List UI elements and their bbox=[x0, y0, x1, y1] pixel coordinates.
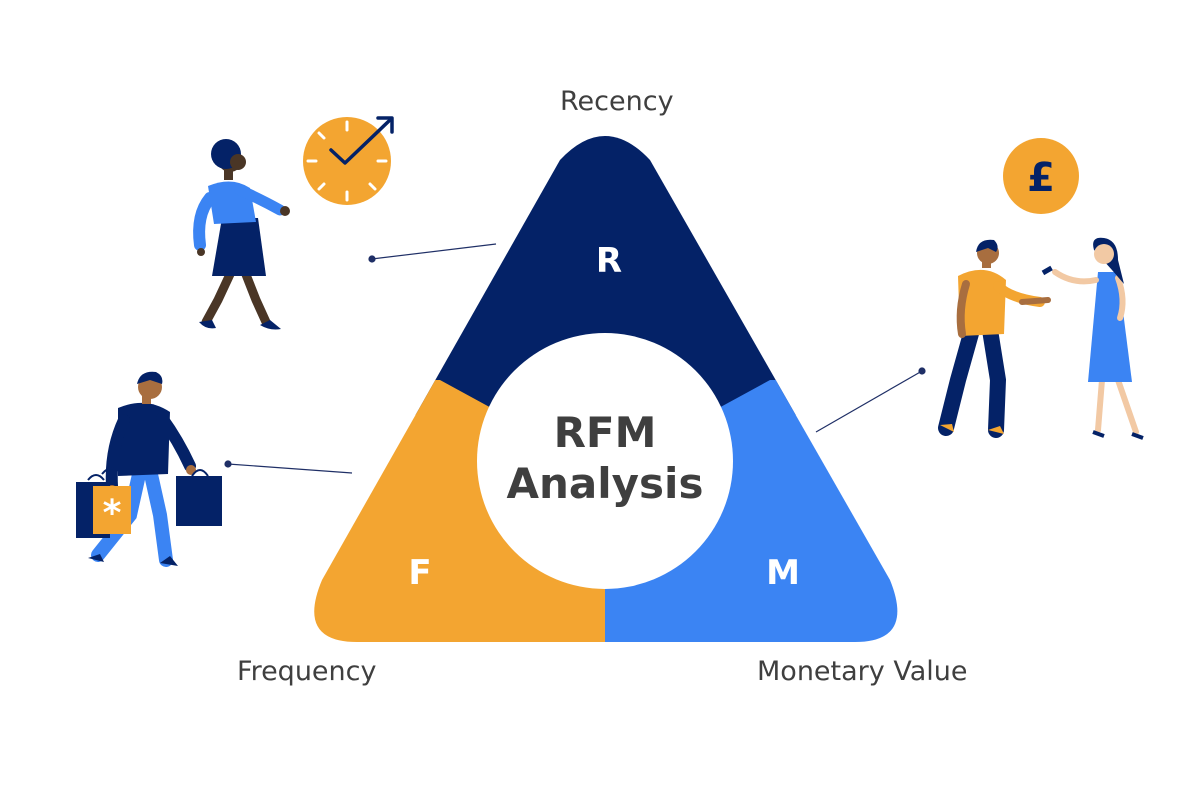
clock-check-icon bbox=[303, 116, 394, 205]
center-title-line1: RFM bbox=[554, 408, 657, 457]
connector-dot-monetary bbox=[918, 367, 926, 375]
shopping-bag-icon bbox=[176, 476, 222, 526]
woman-blue-dress-figure bbox=[1041, 237, 1144, 440]
connector-dot-frequency bbox=[224, 460, 232, 468]
segment-letter-f: F bbox=[408, 553, 431, 593]
center-circle bbox=[477, 333, 733, 589]
recency-label: Recency bbox=[560, 86, 674, 117]
segment-frequency bbox=[314, 380, 605, 642]
currency-symbol: £ bbox=[1027, 155, 1055, 201]
frequency-label: Frequency bbox=[237, 656, 377, 687]
connector-monetary bbox=[815, 370, 923, 433]
segment-letter-r: R bbox=[596, 241, 622, 281]
connector-dot-recency bbox=[368, 255, 376, 263]
segment-recency bbox=[314, 136, 898, 415]
pound-coin-icon: £ bbox=[1003, 138, 1079, 214]
paying-man-figure bbox=[938, 239, 1051, 438]
walking-woman-figure bbox=[193, 139, 290, 330]
svg-text:*: * bbox=[103, 493, 122, 534]
segment-letter-m: M bbox=[766, 553, 800, 593]
monetary-value-label: Monetary Value bbox=[757, 656, 968, 687]
connector-lines bbox=[224, 243, 926, 474]
center-title-line2: Analysis bbox=[507, 459, 704, 508]
shopping-man-figure: * bbox=[76, 371, 222, 567]
connector-recency bbox=[371, 243, 497, 260]
connector-frequency bbox=[227, 463, 353, 474]
segment-monetary bbox=[605, 380, 898, 642]
